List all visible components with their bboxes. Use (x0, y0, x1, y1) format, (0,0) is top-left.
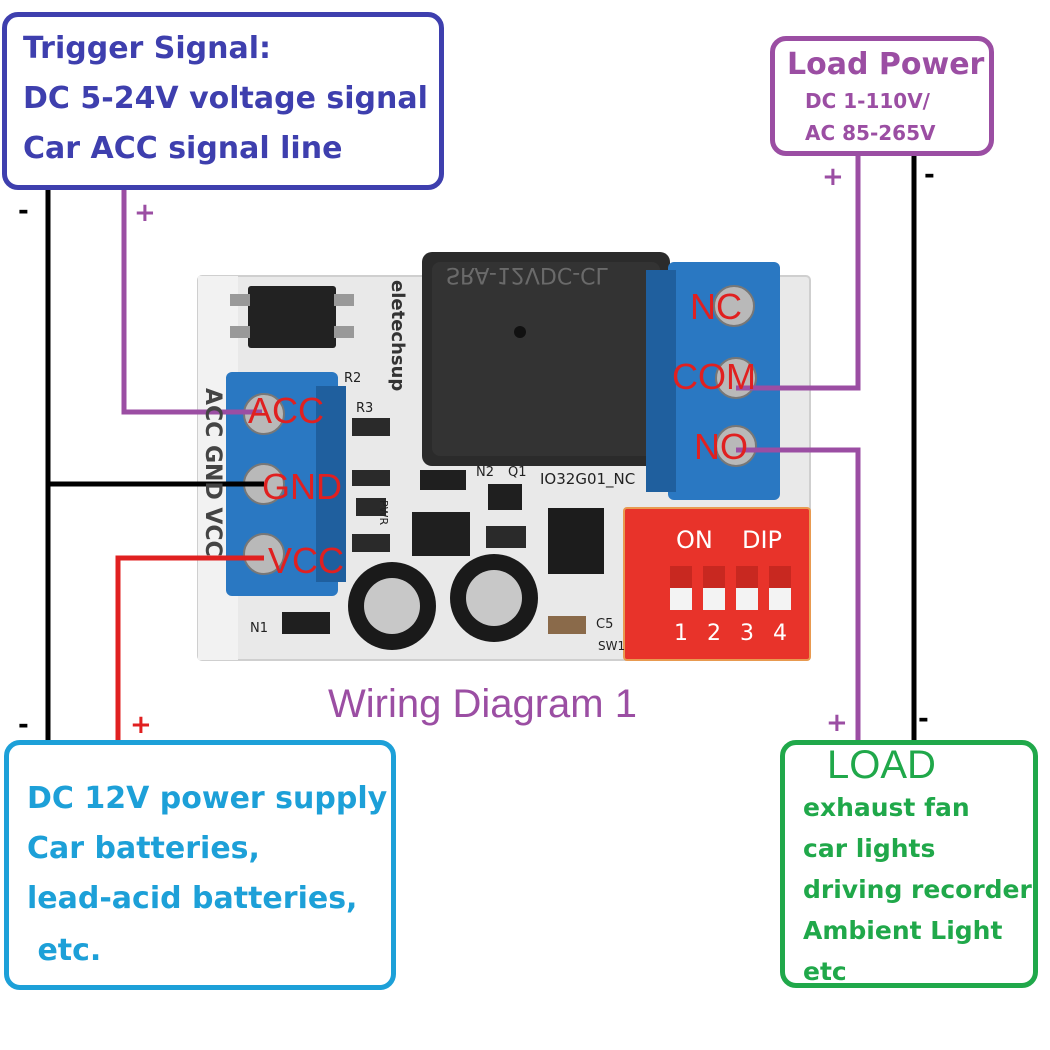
load-power-ac: AC 85-265V (805, 121, 936, 145)
load-plus-mark: + (826, 708, 848, 738)
power-supply-box: DC 12V power supply Car batteries, lead-… (4, 740, 396, 990)
relay (422, 252, 670, 466)
resistor-r5 (352, 534, 390, 552)
dip-switch (623, 507, 811, 661)
part-label-c5: C5 (596, 617, 613, 632)
trigger-source: Car ACC signal line (23, 131, 343, 166)
dip-number-1: 1 (674, 621, 688, 646)
wires (45, 150, 917, 742)
load-power-box: Load Power DC 1-110V/ AC 85-265V (770, 36, 994, 156)
part-label-r2: R2 (344, 371, 361, 386)
dip-on-label: ON (676, 526, 713, 554)
capacitor-c2 (486, 526, 526, 548)
trigger-title: Trigger Signal: (23, 31, 272, 66)
load-power-dc: DC 1-110V/ (805, 89, 930, 113)
capacitor-1 (348, 562, 436, 650)
load-item-1: exhaust fan (803, 793, 970, 822)
trigger-minus-mark: - (18, 196, 29, 226)
diode-n1 (282, 612, 330, 634)
load-item-5: etc (803, 957, 847, 986)
load-title: LOAD (827, 743, 936, 787)
part-label-n1: N1 (250, 621, 268, 636)
power-line-2: Car batteries, (27, 831, 260, 866)
power-plus-mark: + (130, 710, 152, 740)
relay-model-text: SRA-12VDC-CL (446, 262, 609, 287)
load-item-2: car lights (803, 834, 936, 863)
diode-n2 (420, 470, 466, 490)
load-item-4: Ambient Light (803, 916, 1003, 945)
ic-chip (548, 508, 604, 574)
pcb-board (197, 252, 811, 661)
dip-number-3: 3 (740, 621, 754, 646)
dip-title-label: DIP (742, 526, 782, 554)
load-item-3: driving recorder (803, 875, 1032, 904)
load-power-plus-mark: + (822, 162, 844, 192)
board-brand-text: eletechsup (387, 280, 408, 391)
part-label-q1: Q1 (508, 465, 527, 480)
transistor-q1 (488, 484, 522, 510)
part-label-pwr: PWR (377, 500, 390, 526)
power-line-3: lead-acid batteries, (27, 881, 358, 916)
load-power-minus-mark: - (924, 160, 935, 190)
capacitor-2 (450, 554, 538, 642)
dip-number-2: 2 (707, 621, 721, 646)
resistor-r4 (352, 470, 390, 486)
board-model-text: IO32G01_NC (540, 470, 635, 489)
terminal-label-no: NO (694, 426, 748, 467)
part-label-sw1: SW1 (598, 639, 625, 653)
part-label-n2: N2 (476, 465, 494, 480)
load-box: LOAD exhaust fan car lights driving reco… (780, 740, 1038, 988)
power-line-4: etc. (27, 933, 102, 968)
terminal-label-acc: ACC (248, 390, 325, 431)
load-power-title: Load Power (787, 47, 985, 82)
led-pwr (356, 498, 386, 516)
part-label-r3: R3 (356, 401, 373, 416)
optocoupler-chip (230, 286, 354, 348)
power-minus-mark: - (18, 710, 29, 740)
terminal-label-nc: NC (690, 286, 742, 327)
resistor-r3 (352, 418, 390, 436)
terminal-block-right (646, 262, 780, 500)
trigger-voltage: DC 5-24V voltage signal (23, 81, 428, 116)
dip-number-4: 4 (773, 621, 787, 646)
regulator (412, 512, 470, 556)
trigger-signal-box: Trigger Signal: DC 5-24V voltage signal … (2, 12, 444, 190)
board-left-silk-text: ACC GND VCC (200, 388, 225, 557)
diagram-caption: Wiring Diagram 1 (328, 682, 637, 726)
power-line-1: DC 12V power supply (27, 781, 388, 816)
capacitor-c5 (548, 616, 586, 634)
trigger-plus-mark: + (134, 198, 156, 228)
terminal-label-gnd: GND (262, 466, 342, 507)
terminal-label-vcc: VCC (268, 540, 345, 581)
terminal-label-com: COM (672, 356, 756, 397)
load-minus-mark: - (918, 704, 929, 734)
